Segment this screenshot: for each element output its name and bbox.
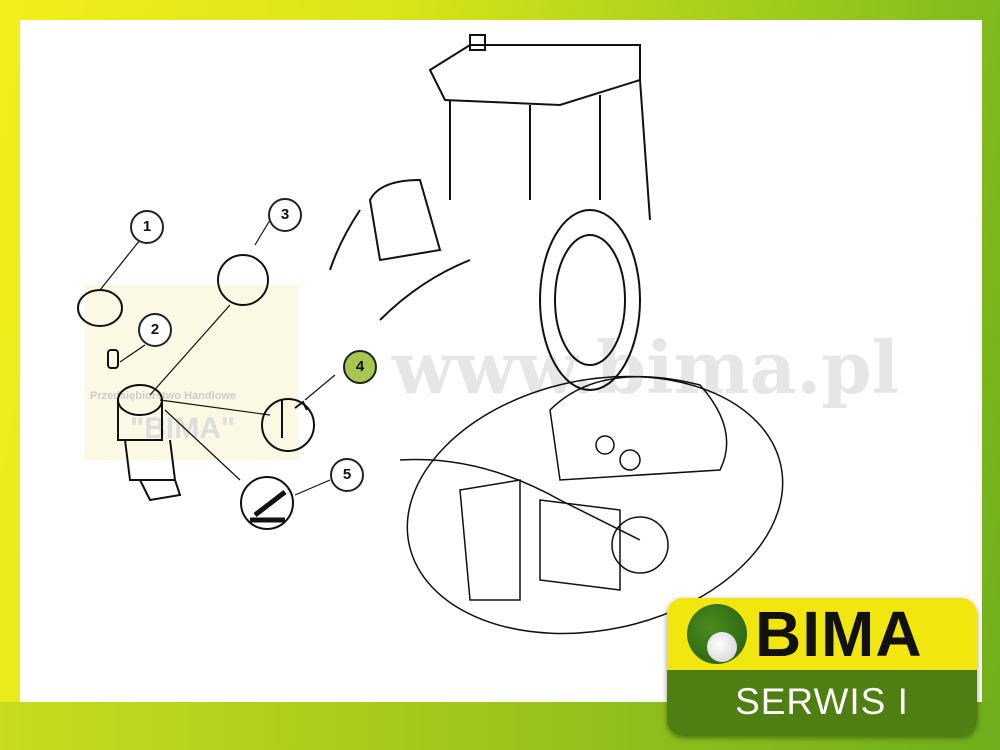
watermark-company: Przedsiębiorstwo Handlowe [90,390,237,402]
callout-3: 3 [268,198,302,232]
logo-tagline: SERWIS I CZĘŚCI [667,670,977,736]
bima-logo: BIMA SERWIS I CZĘŚCI [667,598,977,736]
logo-brand: BIMA [755,598,923,670]
leader-lines [99,219,336,496]
part-switch-body [117,384,182,502]
watermark-url: www.bima.pl [392,325,900,410]
zoom-detail [399,375,784,635]
callout-2: 2 [138,313,172,347]
callout-5: 5 [330,458,364,492]
logo-ball-highlight [707,632,737,662]
tractor-drawing [329,34,651,391]
lift-up-symbol-icon [261,398,315,452]
part-2-bulb [107,349,119,369]
pto-symbol-icon [217,254,269,306]
part-1-cap [77,289,123,327]
callout-4: 4 [343,350,377,384]
symbol-icons [217,254,315,530]
callout-1: 1 [130,210,164,244]
lift-down-symbol-icon [240,476,294,530]
